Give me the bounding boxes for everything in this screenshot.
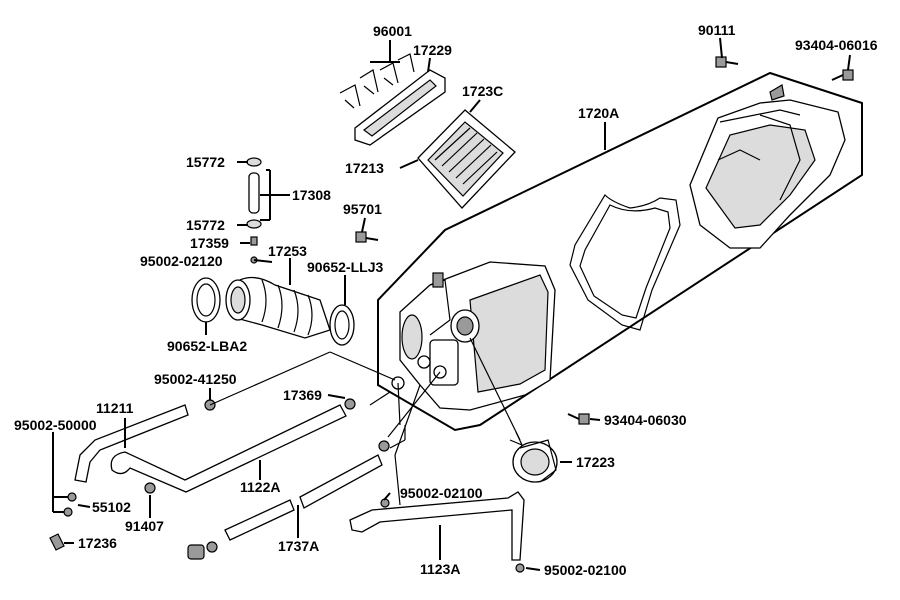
label-1122A: 1122A (240, 479, 280, 495)
label-15772-bottom: 15772 (186, 217, 225, 233)
label-1737A: 1737A (278, 538, 319, 554)
airbox-body-shape (391, 261, 556, 411)
label-95002-02100-b: 95002-02100 (544, 562, 627, 578)
label-17223: 17223 (576, 454, 615, 470)
label-93404-06030: 93404-06030 (604, 412, 687, 428)
label-17369: 17369 (283, 387, 322, 403)
label-95002-02120: 95002-02120 (140, 253, 223, 269)
part-labels: 96001 17229 1723C 17213 90111 93404-0601… (14, 22, 878, 578)
label-95701: 95701 (343, 201, 382, 217)
label-95002-41250: 95002-41250 (154, 371, 237, 387)
hose-1123A-shape (349, 491, 525, 561)
small-part-17236-shape (49, 533, 65, 551)
label-95002-50000: 95002-50000 (14, 417, 97, 433)
label-1723C: 1723C (462, 83, 503, 99)
boot-17223-shape (512, 439, 558, 483)
leader-lines (52, 37, 851, 571)
label-95002-02100-a: 95002-02100 (400, 485, 483, 501)
label-17308: 17308 (292, 187, 331, 203)
label-17359: 17359 (190, 235, 229, 251)
pin-17308-shape (246, 157, 262, 264)
air-filter-element-shape (417, 109, 516, 209)
label-15772-top: 15772 (186, 154, 225, 170)
bolt-93404-06030-shape (567, 413, 590, 425)
label-17236: 17236 (78, 535, 117, 551)
label-17213: 17213 (345, 160, 384, 176)
label-17229: 17229 (413, 42, 452, 58)
label-90652-LLJ3: 90652-LLJ3 (307, 259, 383, 275)
intake-duct-17253-shape (225, 276, 331, 339)
bolt-93404-06016-shape (831, 69, 854, 81)
band-90652-LLJ3-shape (329, 304, 355, 346)
band-90652-LBA2-shape (191, 277, 221, 323)
bolt-95701-shape (355, 231, 379, 243)
label-90111: 90111 (698, 22, 736, 38)
airbox-cover-shape (689, 84, 846, 249)
label-96001: 96001 (373, 23, 412, 39)
filter-frame-shape (354, 69, 446, 146)
airbox-group-outline (377, 71, 863, 432)
label-11211: 11211 (96, 400, 134, 416)
label-93404-06016: 93404-06016 (795, 37, 878, 53)
hose-11211-shape (74, 404, 189, 483)
hose-1737A-shape (187, 440, 390, 560)
label-55102: 55102 (92, 499, 131, 515)
bolt-90111-shape (715, 56, 739, 68)
label-1720A: 1720A (578, 105, 619, 121)
label-91407: 91407 (125, 518, 164, 534)
clips-shape (339, 53, 415, 109)
airbox-gasket-shape (569, 194, 681, 331)
label-1123A: 1123A (420, 561, 460, 577)
hose-1122A-shape (110, 404, 347, 493)
label-90652-LBA2: 90652-LBA2 (167, 338, 247, 354)
label-17253: 17253 (268, 243, 307, 259)
connection-lines (209, 337, 524, 506)
